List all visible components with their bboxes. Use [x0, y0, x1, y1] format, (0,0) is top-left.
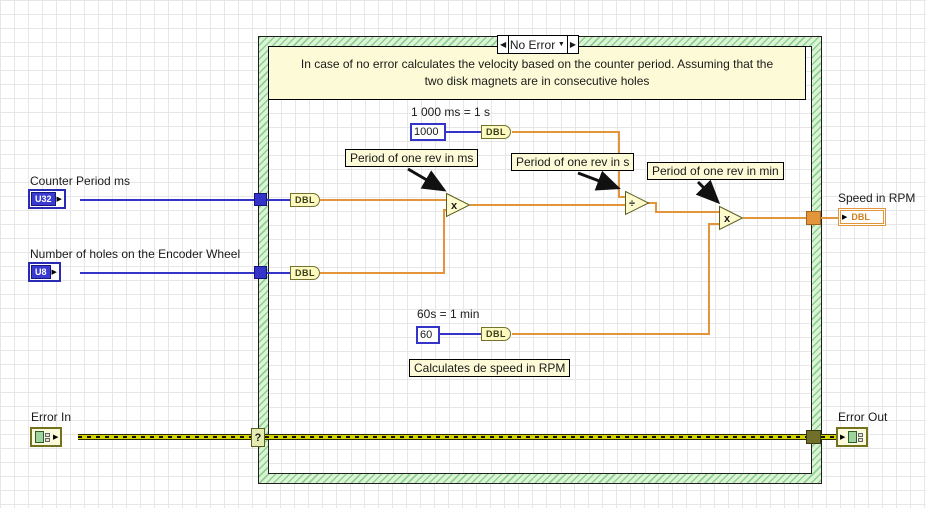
case-structure-border[interactable] [258, 36, 822, 484]
constant-60-caption: 60s = 1 min [417, 307, 480, 321]
error-in-label: Error In [31, 410, 72, 424]
holes-label: Number of holes on the Encoder Wheel [30, 247, 241, 261]
case-comment: In case of no error calculates the veloc… [268, 46, 806, 100]
svg-text:x: x [451, 200, 458, 212]
to-dbl-conversion-node[interactable]: DBL [481, 327, 511, 341]
wire-60-dbl[interactable] [708, 223, 721, 225]
wire-error[interactable] [821, 434, 836, 440]
multiply-node[interactable]: x [719, 205, 744, 231]
wire-const-60[interactable] [438, 333, 481, 335]
speed-rpm-terminal[interactable]: ▶ DBL [838, 208, 886, 226]
to-dbl-conversion-node[interactable]: DBL [481, 125, 511, 139]
counter-period-terminal[interactable]: U32 ▶ [28, 189, 66, 209]
case-selector-tunnel[interactable]: ? [251, 428, 265, 447]
wire-holes[interactable] [267, 272, 292, 274]
free-label-period-rev-ms: Period of one rev in ms [345, 149, 479, 167]
tunnel-holes[interactable] [254, 266, 267, 279]
free-label-period-rev-s: Period of one rev in s [511, 153, 635, 171]
wire-60-dbl[interactable] [708, 223, 710, 335]
tunnel-speed-rpm[interactable] [806, 211, 821, 225]
wire-period-rev-s[interactable] [648, 202, 657, 204]
error-out-terminal[interactable]: ▶ [836, 427, 869, 447]
holes-terminal[interactable]: U8 ▶ [28, 262, 61, 282]
case-structure-interior[interactable] [268, 46, 812, 474]
u8-datatype-label: U8 [31, 265, 51, 279]
wire-1000-dbl[interactable] [512, 131, 620, 133]
case-next-icon[interactable]: ▶ [566, 36, 578, 53]
u32-datatype-label: U32 [31, 192, 56, 206]
constant-1000[interactable]: 1000 [410, 123, 446, 141]
wire-const-1000[interactable] [444, 131, 481, 133]
wire-error[interactable] [78, 434, 251, 440]
terminal-input-arrow-icon: ▶ [842, 214, 848, 221]
svg-text:x: x [724, 213, 731, 225]
case-prev-icon[interactable]: ◀ [498, 36, 510, 53]
wire-60-dbl[interactable] [512, 333, 710, 335]
wire-period-rev-s[interactable] [655, 211, 721, 213]
free-label-period-rev-min: Period of one rev in min [647, 162, 784, 180]
tunnel-counter-period[interactable] [254, 193, 267, 206]
case-selector[interactable]: ◀ No Error ▼ ▶ [497, 35, 579, 54]
to-dbl-conversion-node[interactable]: DBL [290, 266, 320, 280]
wire-period-rev-ms[interactable] [470, 204, 625, 206]
to-dbl-conversion-node[interactable]: DBL [290, 193, 320, 207]
wire-error[interactable] [265, 434, 806, 440]
terminal-output-arrow-icon: ▶ [56, 196, 62, 203]
wire-holes-dbl[interactable] [320, 272, 445, 274]
wire-counter-period[interactable] [267, 199, 292, 201]
counter-period-label: Counter Period ms [30, 174, 131, 188]
free-label-calculates-rpm: Calculates de speed in RPM [409, 359, 571, 377]
chevron-down-icon[interactable]: ▼ [557, 41, 565, 48]
constant-1000-caption: 1 000 ms = 1 s [411, 105, 491, 119]
multiply-node[interactable]: x [446, 192, 471, 218]
constant-60[interactable]: 60 [416, 326, 440, 344]
error-cluster-icon [33, 430, 52, 444]
wire-speed-rpm[interactable] [821, 217, 838, 219]
error-cluster-icon [846, 430, 865, 444]
terminal-input-arrow-icon: ▶ [840, 434, 846, 441]
wire-speed-rpm[interactable] [743, 217, 806, 219]
wire-holes-dbl[interactable] [443, 209, 445, 274]
case-selector-value[interactable]: No Error [509, 37, 556, 52]
terminal-output-arrow-icon: ▶ [53, 434, 59, 441]
wire-period-rev-s[interactable] [655, 202, 657, 212]
error-in-terminal[interactable]: ▶ [30, 427, 63, 447]
speed-rpm-label: Speed in RPM [838, 191, 916, 205]
wire-holes[interactable] [80, 272, 255, 274]
wire-1000-dbl[interactable] [618, 196, 627, 198]
divide-node[interactable]: ÷ [625, 190, 650, 216]
dbl-datatype-label: DBL [851, 212, 870, 222]
terminal-output-arrow-icon: ▶ [51, 269, 57, 276]
wire-counter-period[interactable] [80, 199, 255, 201]
svg-text:÷: ÷ [629, 198, 635, 210]
wire-holes-dbl[interactable] [443, 209, 447, 211]
tunnel-error-out[interactable] [806, 430, 821, 444]
error-out-label: Error Out [838, 410, 888, 424]
wire-period-ms[interactable] [320, 199, 446, 201]
